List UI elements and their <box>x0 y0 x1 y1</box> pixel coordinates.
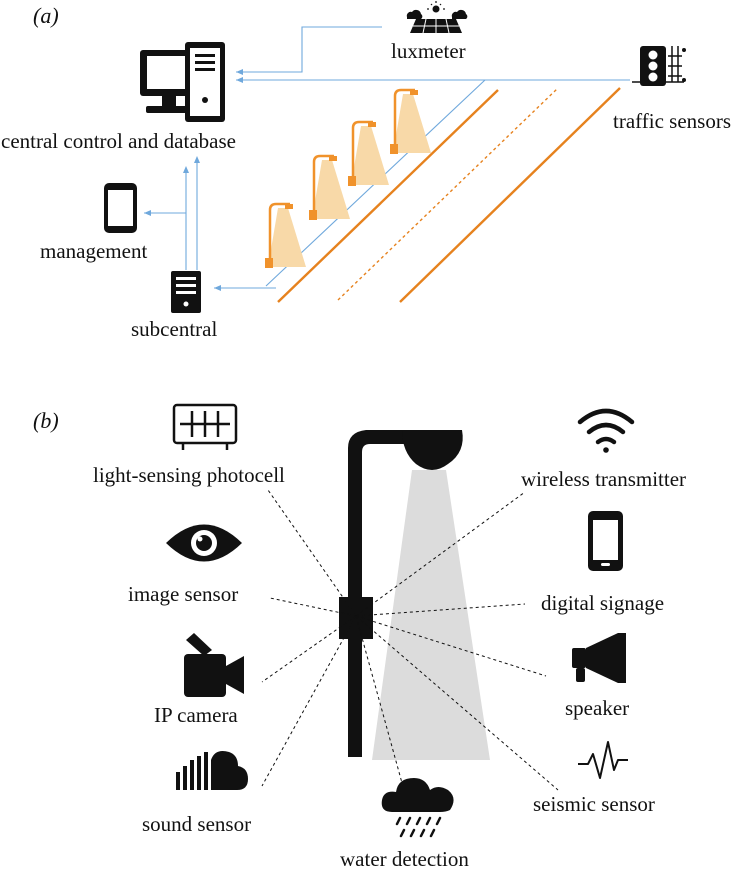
smartphone-icon <box>104 183 137 233</box>
camera-icon <box>184 633 244 697</box>
seismic-sensor-label: seismic sensor <box>533 793 655 815</box>
traffic-sensors-label: traffic sensors <box>613 110 731 132</box>
photocell-label: light-sensing photocell <box>93 464 285 486</box>
server-icon <box>171 271 201 313</box>
seismic-icon <box>578 742 628 778</box>
street-lamp-icon <box>348 122 389 186</box>
photocell-icon <box>174 405 236 450</box>
traffic-light-icon <box>632 46 686 86</box>
rain-cloud-icon <box>382 778 454 836</box>
wireless-transmitter-label: wireless transmitter <box>521 468 686 490</box>
megaphone-icon <box>572 633 626 683</box>
luxmeter-label: luxmeter <box>391 40 466 62</box>
image-sensor-label: image sensor <box>128 583 238 605</box>
signage-icon <box>588 511 623 571</box>
solar-panel-icon <box>407 1 468 33</box>
street-lamp-icon <box>390 90 431 154</box>
water-detection-label: water detection <box>340 848 469 870</box>
sound-sensor-label: sound sensor <box>142 813 251 835</box>
wifi-icon <box>580 411 632 453</box>
street-lamp-icon <box>309 156 350 220</box>
eye-icon <box>166 525 242 562</box>
panel-a-marker: (a) <box>33 5 59 27</box>
management-label: management <box>40 240 147 262</box>
light-beam <box>372 470 490 760</box>
street-lamp-icon <box>265 204 306 268</box>
digital-signage-label: digital signage <box>541 592 664 614</box>
sound-icon <box>176 751 248 790</box>
subcentral-label: subcentral <box>131 318 217 340</box>
sensor-hub <box>339 597 373 639</box>
central-control-label: central control and database <box>1 130 236 152</box>
ip-camera-label: IP camera <box>154 704 238 726</box>
panel-b-marker: (b) <box>33 410 59 432</box>
computer-icon <box>140 42 225 122</box>
speaker-label: speaker <box>565 697 629 719</box>
